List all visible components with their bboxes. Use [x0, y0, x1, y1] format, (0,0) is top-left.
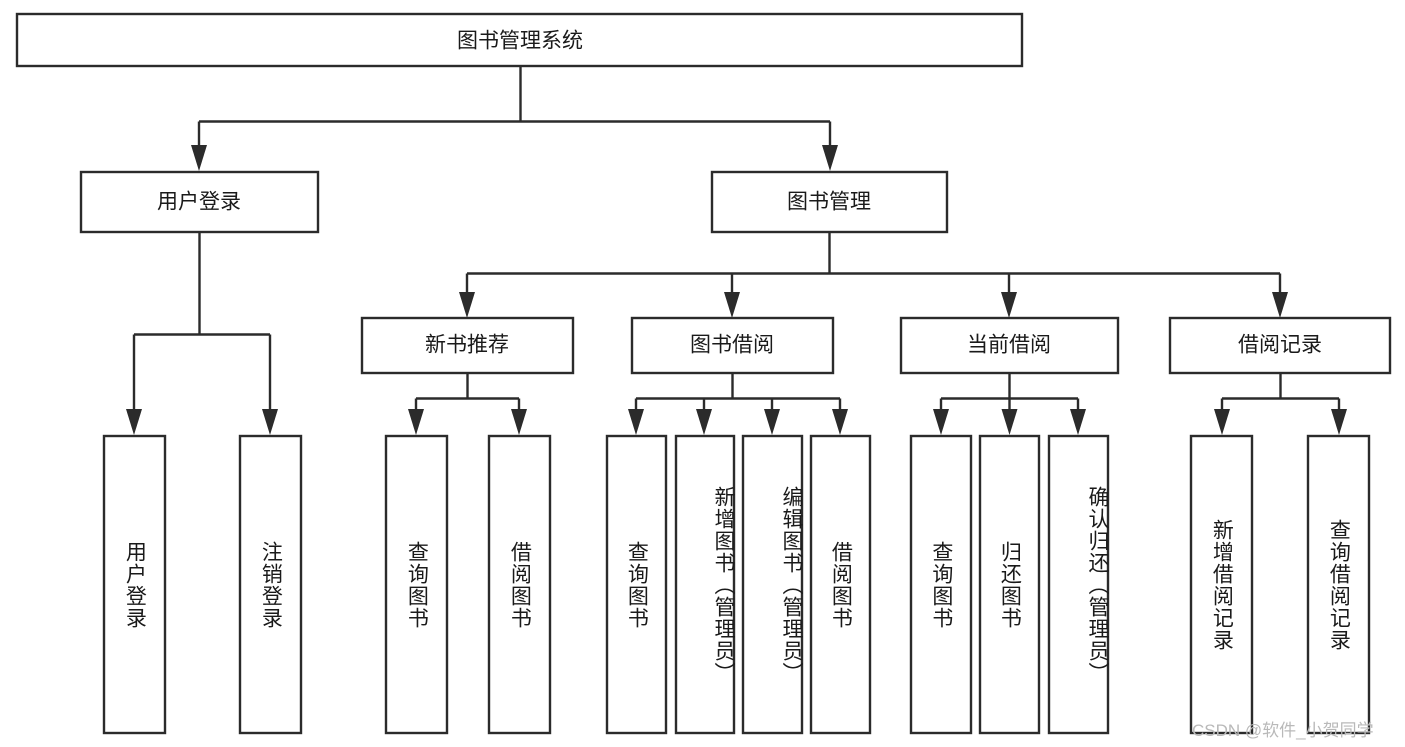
node-new-book-recommend-label: 新书推荐	[425, 334, 509, 357]
arrow-head-book-manage	[822, 145, 838, 171]
arrow-head-leaf-query-book-2	[628, 409, 644, 435]
node-user-login[interactable]	[79, 170, 320, 234]
node-borrow-record-label: 借阅记录	[1238, 334, 1322, 357]
node-leaf-query-borrow-record[interactable]	[1306, 434, 1371, 735]
node-root-book-management-system[interactable]	[15, 12, 1024, 68]
arrow-head-leaf-add-book	[696, 409, 712, 435]
node-leaf-confirm-return[interactable]	[1047, 434, 1110, 735]
node-root-label: 图书管理系统	[457, 30, 583, 53]
arrow-head-borrow-record	[1272, 292, 1288, 318]
node-layer: 图书管理系统 用户登录 图书管理 新书推荐 图书借阅 当前借阅 借阅记录	[15, 12, 1392, 735]
node-leaf-edit-book[interactable]	[741, 434, 804, 735]
node-leaf-query-book-1[interactable]	[384, 434, 449, 735]
arrow-head-leaf-edit-book	[764, 409, 780, 435]
node-leaf-borrow-book-2[interactable]	[809, 434, 872, 735]
arrow-head-leaf-borrow-book-2	[832, 409, 848, 435]
node-book-management[interactable]	[710, 170, 949, 234]
arrow-head-leaf-add-record	[1214, 409, 1230, 435]
arrow-head-leaf-user-login	[126, 409, 142, 435]
arrow-head-book-borrow	[724, 292, 740, 318]
arrow-head-user-login	[191, 145, 207, 171]
arrow-head-leaf-query-record	[1331, 409, 1347, 435]
node-current-borrow[interactable]	[899, 316, 1120, 375]
node-leaf-return-book[interactable]	[978, 434, 1041, 735]
node-leaf-user-login[interactable]	[102, 434, 167, 735]
arrow-head-leaf-logout	[262, 409, 278, 435]
node-book-borrow[interactable]	[630, 316, 835, 375]
csdn-watermark: CSDN @软件_小贺同学	[1192, 721, 1374, 740]
arrow-head-leaf-query-book-1	[408, 409, 424, 435]
node-leaf-query-book-3[interactable]	[909, 434, 973, 735]
arrow-head-current-borrow	[1001, 292, 1017, 318]
node-new-book-recommend[interactable]	[360, 316, 575, 375]
node-leaf-add-borrow-record[interactable]	[1189, 434, 1254, 735]
arrow-head-new-book-recommend	[459, 292, 475, 318]
node-book-management-label: 图书管理	[787, 191, 871, 214]
node-user-login-label: 用户登录	[157, 191, 241, 214]
arrow-head-leaf-query-book-3	[933, 409, 949, 435]
arrow-head-leaf-borrow-book-1	[511, 409, 527, 435]
connector-layer	[126, 66, 1347, 435]
node-leaf-logout[interactable]	[238, 434, 303, 735]
arrow-head-leaf-return-book	[1001, 409, 1018, 435]
node-borrow-record[interactable]	[1168, 316, 1392, 375]
node-leaf-borrow-book-1[interactable]	[487, 434, 552, 735]
node-leaf-add-book[interactable]	[674, 434, 736, 735]
arrow-head-leaf-confirm-return	[1070, 409, 1086, 435]
node-current-borrow-label: 当前借阅	[967, 334, 1051, 357]
node-leaf-query-book-2[interactable]	[605, 434, 668, 735]
node-book-borrow-label: 图书借阅	[690, 334, 774, 357]
